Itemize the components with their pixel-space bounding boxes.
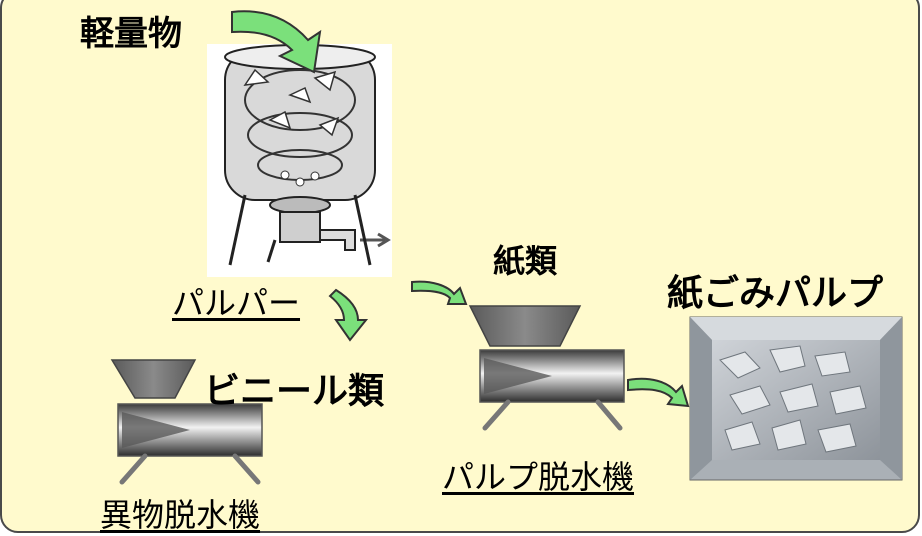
paper-type-label: 紙類: [493, 242, 558, 280]
pulp-dehydrator-label: パルプ脱水機: [442, 458, 635, 496]
light-material-label: 軽量物: [80, 14, 182, 54]
pulp-photo: [689, 316, 903, 481]
down-arrow-icon: [328, 288, 369, 342]
dehydrator-machine-icon: [468, 305, 625, 431]
curved-arrow-icon: [411, 280, 468, 305]
dehydrator-machine-icon: [110, 359, 263, 485]
paper-pulp-label: 紙ごみパルプ: [667, 273, 884, 314]
pulper-label: パルパー: [172, 284, 301, 322]
vinyl-type-label: ビニール類: [204, 371, 385, 412]
pulper-tank-illustration: [207, 44, 392, 277]
curved-arrow-icon: [231, 10, 322, 74]
curved-arrow-icon: [627, 377, 690, 408]
foreign-dehydrator-label: 異物脱水機: [100, 496, 261, 534]
